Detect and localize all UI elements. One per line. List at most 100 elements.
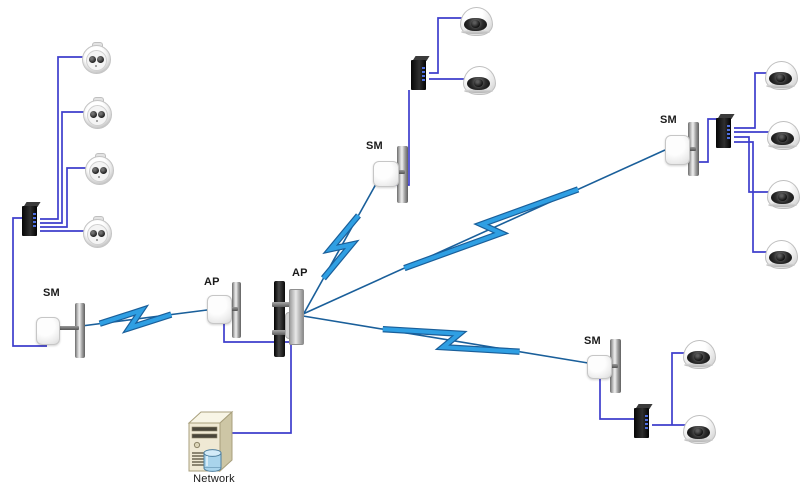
dome-camera xyxy=(460,7,493,36)
ethernet-wire xyxy=(671,352,685,425)
switch-port-led xyxy=(727,137,730,139)
dome-camera xyxy=(683,415,716,444)
node-label-sm-0: SM xyxy=(43,287,60,299)
dome-lens xyxy=(776,74,785,82)
switch-port-led xyxy=(422,67,425,69)
dome-camera xyxy=(765,240,798,269)
camera-lens xyxy=(97,56,104,63)
dome-lens xyxy=(474,79,483,87)
server-tower-icon xyxy=(187,410,234,473)
node-label-sm-4: SM xyxy=(660,114,677,126)
switch-port-led xyxy=(422,75,425,77)
dome-base xyxy=(768,144,797,148)
ethernet-wire xyxy=(734,72,767,129)
poe-switch xyxy=(411,56,430,90)
ethernet-wire xyxy=(599,377,635,420)
ir-led xyxy=(89,56,96,63)
poe-switch xyxy=(634,404,653,438)
ir-led xyxy=(90,111,97,118)
sm-north-mount-arm xyxy=(395,170,405,174)
node-label-ap-1: AP xyxy=(204,276,220,288)
camera-lens xyxy=(100,167,107,174)
network-server xyxy=(187,409,234,473)
switch-port-led xyxy=(33,213,36,215)
node-label-ap-2: AP xyxy=(292,267,308,279)
camera-lens xyxy=(98,111,105,118)
poe-switch xyxy=(22,202,41,236)
turret-camera xyxy=(83,97,112,129)
ethernet-wire xyxy=(40,111,86,224)
switch-port-led xyxy=(422,79,425,81)
ethernet-wire xyxy=(734,141,767,253)
wireless-link xyxy=(302,149,666,315)
sm-west-pole xyxy=(75,303,85,358)
dome-base xyxy=(684,438,713,442)
sm-north-antenna xyxy=(373,161,399,187)
center-ap-clamp xyxy=(272,302,302,307)
dome-camera xyxy=(765,61,798,90)
camera-lens xyxy=(98,230,105,237)
switch-port-led xyxy=(727,133,730,135)
node-label-sm-5: SM xyxy=(584,335,601,347)
sm-west-antenna xyxy=(36,317,60,345)
turret-camera xyxy=(83,216,112,248)
switch-port-led xyxy=(645,427,648,429)
dome-lens xyxy=(694,353,703,361)
camera-face xyxy=(87,105,108,126)
turret-camera xyxy=(85,153,114,185)
dome-camera xyxy=(767,121,800,150)
switch-port-led xyxy=(645,415,648,417)
switch-port-led xyxy=(645,423,648,425)
switch-port-led xyxy=(33,217,36,219)
dome-lens xyxy=(778,193,787,201)
center-ap-pole xyxy=(274,281,285,357)
ap-west-mount-arm xyxy=(228,307,238,311)
switch-port-led xyxy=(33,225,36,227)
dome-base xyxy=(768,203,797,207)
center-ap-sector-antenna xyxy=(289,289,304,345)
switch-port-led xyxy=(727,125,730,127)
dome-lens xyxy=(694,428,703,436)
switch-port-led xyxy=(645,419,648,421)
sm-west-mount-arm xyxy=(57,326,79,330)
camera-led xyxy=(98,176,100,178)
sm-southeast-mount-arm xyxy=(608,364,618,368)
switch-port-led xyxy=(727,129,730,131)
dome-base xyxy=(766,84,795,88)
dome-lens xyxy=(471,20,480,28)
node-label-sm-3: SM xyxy=(366,140,383,152)
dome-base xyxy=(766,263,795,267)
ir-led xyxy=(90,230,97,237)
ap-west-antenna xyxy=(207,295,232,324)
ir-led xyxy=(92,167,99,174)
server-label: Network xyxy=(193,473,235,485)
camera-face xyxy=(89,161,110,182)
camera-led xyxy=(96,120,98,122)
sm-north-pole xyxy=(397,146,408,203)
camera-led xyxy=(96,239,98,241)
poe-switch xyxy=(716,114,735,148)
dome-lens xyxy=(776,253,785,261)
sm-east-antenna xyxy=(665,135,690,165)
camera-led xyxy=(95,65,97,67)
sm-east-mount-arm xyxy=(686,147,696,151)
ethernet-wire xyxy=(40,56,84,220)
camera-face xyxy=(86,50,107,71)
wireless-link xyxy=(302,315,589,364)
ethernet-wire xyxy=(12,217,47,347)
turret-camera xyxy=(82,42,111,74)
dome-camera xyxy=(683,340,716,369)
ethernet-wire xyxy=(40,167,88,228)
wireless-link xyxy=(302,183,377,316)
dome-base xyxy=(461,30,490,34)
dome-camera xyxy=(767,180,800,209)
sm-southeast-antenna xyxy=(587,355,612,379)
ethernet-wire xyxy=(734,136,769,193)
camera-face xyxy=(87,224,108,245)
dome-base xyxy=(684,363,713,367)
dome-base xyxy=(464,89,493,93)
switch-port-led xyxy=(33,221,36,223)
dome-lens xyxy=(778,134,787,142)
